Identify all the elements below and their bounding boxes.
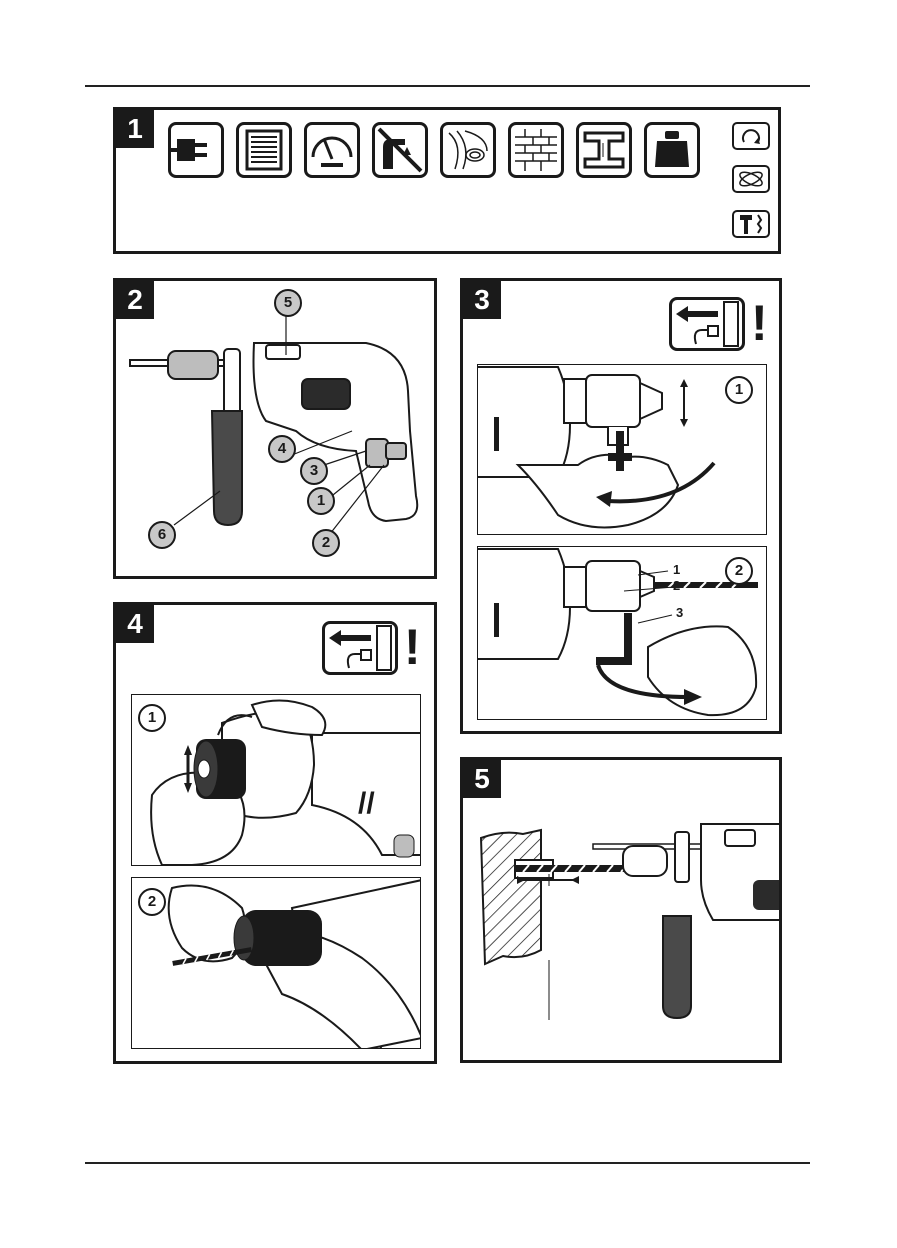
warning-exclamation-icon: !	[404, 619, 421, 675]
panel-2: 2 5 4 3 1 2 6	[113, 278, 437, 579]
step-marker: 1	[138, 704, 166, 732]
panel-3: 3 ! 1	[460, 278, 782, 734]
part-label-1: 1	[673, 562, 680, 577]
unplug-warning-icon	[669, 297, 745, 351]
step-marker: 2	[725, 557, 753, 585]
callout-4: 4	[268, 435, 296, 463]
warning-exclamation-icon: !	[751, 295, 768, 351]
svg-text://: //	[358, 787, 375, 820]
top-rule	[85, 85, 810, 87]
callout-6: 6	[148, 521, 176, 549]
step-marker: 2	[138, 888, 166, 916]
callout-3: 3	[300, 457, 328, 485]
panel-number: 3	[463, 281, 501, 319]
bottom-rule	[85, 1162, 810, 1164]
plug-icon	[168, 122, 224, 178]
step-4-2: 2	[131, 877, 421, 1049]
callout-5: 5	[274, 289, 302, 317]
drill-depth-illustration	[463, 760, 782, 1063]
part-label-2: 2	[673, 578, 680, 593]
panel-5: 5	[460, 757, 782, 1063]
step-3-2: 1 2 3 2	[477, 546, 767, 720]
panel-1: 1	[113, 107, 781, 254]
brick-icon	[508, 122, 564, 178]
step-4-1: // 1	[131, 694, 421, 866]
speed-gauge-icon	[304, 122, 360, 178]
no-water-icon	[372, 122, 428, 178]
drilling-mode-icon	[732, 165, 770, 193]
step-marker: 1	[725, 376, 753, 404]
step-3-1: 1	[477, 364, 767, 535]
callout-2: 2	[312, 529, 340, 557]
weight-icon	[644, 122, 700, 178]
unplug-warning-icon	[322, 621, 398, 675]
rotation-icon	[732, 122, 770, 150]
ventilation-icon	[236, 122, 292, 178]
steel-beam-icon	[576, 122, 632, 178]
panel-number: 1	[116, 110, 154, 148]
callout-1: 1	[307, 487, 335, 515]
wood-icon	[440, 122, 496, 178]
panel-number: 4	[116, 605, 154, 643]
panel-4: 4 ! // 1	[113, 602, 437, 1064]
part-label-3: 3	[676, 605, 683, 620]
hammer-mode-icon	[732, 210, 770, 238]
